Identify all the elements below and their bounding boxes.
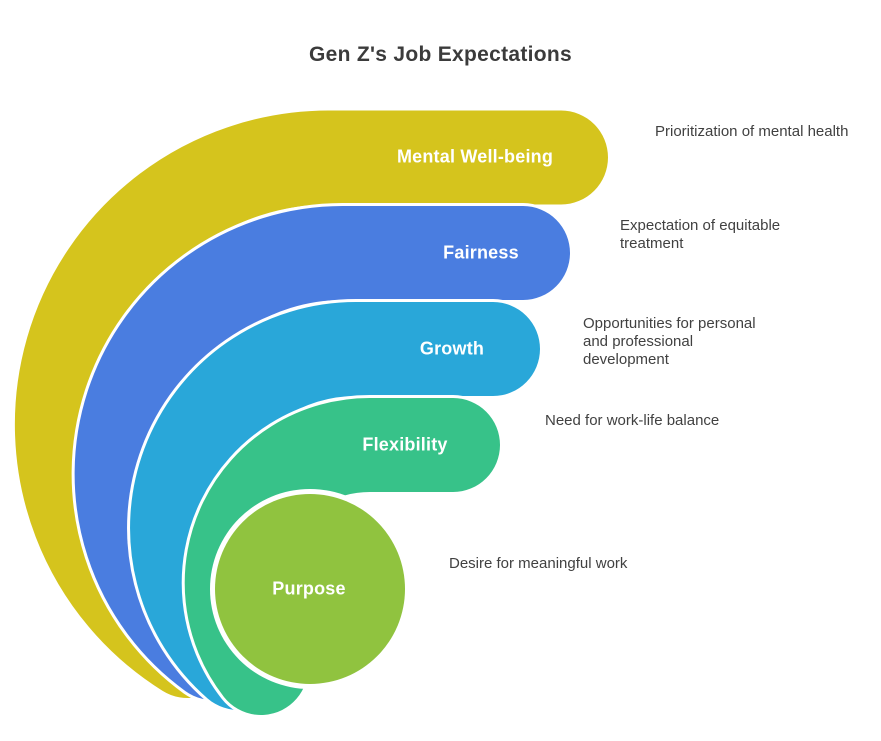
layer-label-mental-well-being: Mental Well-being [396, 146, 554, 167]
layer-label-purpose: Purpose [272, 578, 346, 599]
layer-label-flexibility: Flexibility [362, 434, 448, 455]
annotation-fairness: Expectation of equitable treatment [620, 217, 781, 252]
layer-label-growth: Growth [419, 338, 485, 359]
layer-label-fairness: Fairness [443, 242, 519, 263]
layer-circle-purpose [215, 494, 405, 684]
annotation-mental-well-being: Prioritization of mental health [655, 123, 849, 140]
annotation-growth: Opportunities for personal and professio… [583, 315, 756, 368]
annotation-purpose: Desire for meaningful work [449, 555, 628, 572]
annotation-flexibility: Need for work-life balance [545, 412, 720, 429]
diagram-title: Gen Z's Job Expectations [308, 43, 573, 66]
